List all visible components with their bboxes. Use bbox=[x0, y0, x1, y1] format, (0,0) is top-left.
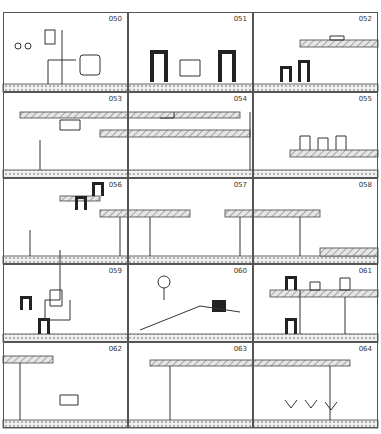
room-panel: 055 bbox=[253, 92, 378, 178]
room-panel: 056 bbox=[3, 178, 128, 264]
room-number: 061 bbox=[358, 267, 373, 275]
room-number: 058 bbox=[358, 181, 373, 189]
room-panel: 060 bbox=[128, 264, 253, 342]
room-number: 063 bbox=[233, 345, 248, 353]
room-panel: 050 bbox=[3, 12, 128, 92]
room-number: 054 bbox=[233, 95, 248, 103]
room-panel: 053 bbox=[3, 92, 128, 178]
room-panel: 051 bbox=[128, 12, 253, 92]
room-panel: 064 bbox=[253, 342, 378, 428]
room-panel: 063 bbox=[128, 342, 253, 428]
room-number: 062 bbox=[108, 345, 123, 353]
room-panel: 061 bbox=[253, 264, 378, 342]
room-number: 051 bbox=[233, 15, 248, 23]
room-number: 060 bbox=[233, 267, 248, 275]
room-number: 057 bbox=[233, 181, 248, 189]
room-number: 059 bbox=[108, 267, 123, 275]
room-number: 050 bbox=[108, 15, 123, 23]
room-number: 056 bbox=[108, 181, 123, 189]
room-panel: 059 bbox=[3, 264, 128, 342]
room-number: 053 bbox=[108, 95, 123, 103]
room-panel: 057 bbox=[128, 178, 253, 264]
room-number: 064 bbox=[358, 345, 373, 353]
room-panel: 054 bbox=[128, 92, 253, 178]
room-number: 055 bbox=[358, 95, 373, 103]
room-panel: 062 bbox=[3, 342, 128, 428]
room-panel: 052 bbox=[253, 12, 378, 92]
room-panel: 058 bbox=[253, 178, 378, 264]
room-number: 052 bbox=[358, 15, 373, 23]
